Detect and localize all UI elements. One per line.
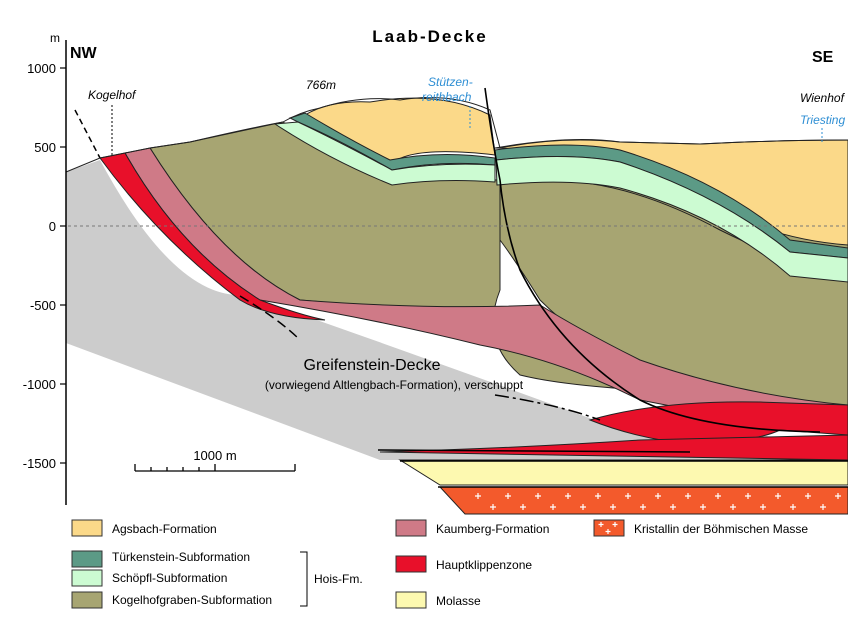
- legend-swatch-kristallin-crosses: [598, 522, 618, 534]
- legend-swatch-schoepfl: [71, 569, 103, 587]
- hauptklippen-outline: [377, 449, 691, 453]
- schoepfl-unit: [273, 121, 496, 186]
- legend-swatch-kaumberg: [395, 519, 427, 537]
- axis-tick-label: 0: [49, 219, 56, 234]
- legend-label-kaumberg: Kaumberg-Formation: [436, 522, 549, 536]
- axis-tick-label: -500: [30, 298, 56, 313]
- greifenstein-label: Greifenstein-Decke: [304, 357, 441, 374]
- legend-label-molasse: Molasse: [436, 594, 481, 608]
- axis-tick-label: 500: [34, 140, 56, 155]
- fault-line: [484, 87, 821, 433]
- direction-se: SE: [812, 49, 834, 66]
- scale-bar: [134, 464, 296, 472]
- axis-tick-label: 1000: [27, 61, 56, 76]
- topography-line: [65, 97, 848, 173]
- axis-ticks: [60, 67, 66, 464]
- legend-label-tuerkenstein: Türkenstein-Subformation: [112, 550, 250, 564]
- axis-unit: m: [50, 31, 60, 45]
- legend-swatch-hauptklippen: [395, 555, 427, 573]
- legend-label-agsbach: Agsbach-Formation: [112, 522, 217, 536]
- place-wienhof: Wienhof: [800, 91, 846, 105]
- legend-label-kristallin: Kristallin der Böhmischen Masse: [634, 522, 808, 536]
- axis-tick-label: -1000: [23, 377, 56, 392]
- legend-label-hois: Hois-Fm.: [314, 572, 363, 586]
- hauptklippenzone-unit: [99, 152, 326, 321]
- legend: Agsbach-Formation Türkenstein-Subformati…: [71, 519, 808, 609]
- place-kogelhof: Kogelhof: [88, 88, 137, 102]
- scale-bar-label: 1000 m: [193, 448, 236, 463]
- schoepfl-unit-right: [495, 155, 848, 283]
- thrust-line-dashed-2: [239, 295, 301, 341]
- direction-nw: NW: [70, 45, 98, 62]
- thrust-line-dashed: [74, 109, 101, 159]
- thrust-line-dashed-3: [494, 394, 601, 421]
- place-elevation: 766m: [306, 78, 336, 92]
- kristallin-crosses: [475, 493, 841, 510]
- greifenstein-decke-unit: [66, 160, 848, 460]
- diagram-title: Laab-Decke: [372, 27, 487, 46]
- legend-swatch-kogelhofgraben: [71, 591, 103, 609]
- legend-label-schoepfl: Schöpfl-Subformation: [112, 571, 227, 585]
- legend-bracket: [300, 551, 308, 607]
- place-stuetzenreithbach-1: Stützen-: [428, 75, 473, 89]
- legend-label-kogelhofgraben: Kogelhofgraben-Subformation: [112, 593, 272, 607]
- place-stuetzenreithbach-2: reithbach: [422, 90, 472, 104]
- legend-label-hauptklippen: Hauptklippenzone: [436, 558, 532, 572]
- axis-tick-label: -1500: [23, 456, 56, 471]
- legend-swatch-agsbach: [71, 519, 103, 537]
- hauptklippenzone-unit-3: [379, 434, 848, 461]
- molasse-unit: [398, 459, 848, 486]
- legend-swatch-molasse: [395, 591, 427, 609]
- kristallin-unit: [438, 486, 848, 515]
- place-triesting: Triesting: [800, 113, 845, 127]
- legend-swatch-kristallin: [593, 519, 625, 537]
- greifenstein-sublabel: (vorwiegend Altlengbach-Formation), vers…: [265, 378, 524, 392]
- legend-swatch-tuerkenstein: [71, 550, 103, 568]
